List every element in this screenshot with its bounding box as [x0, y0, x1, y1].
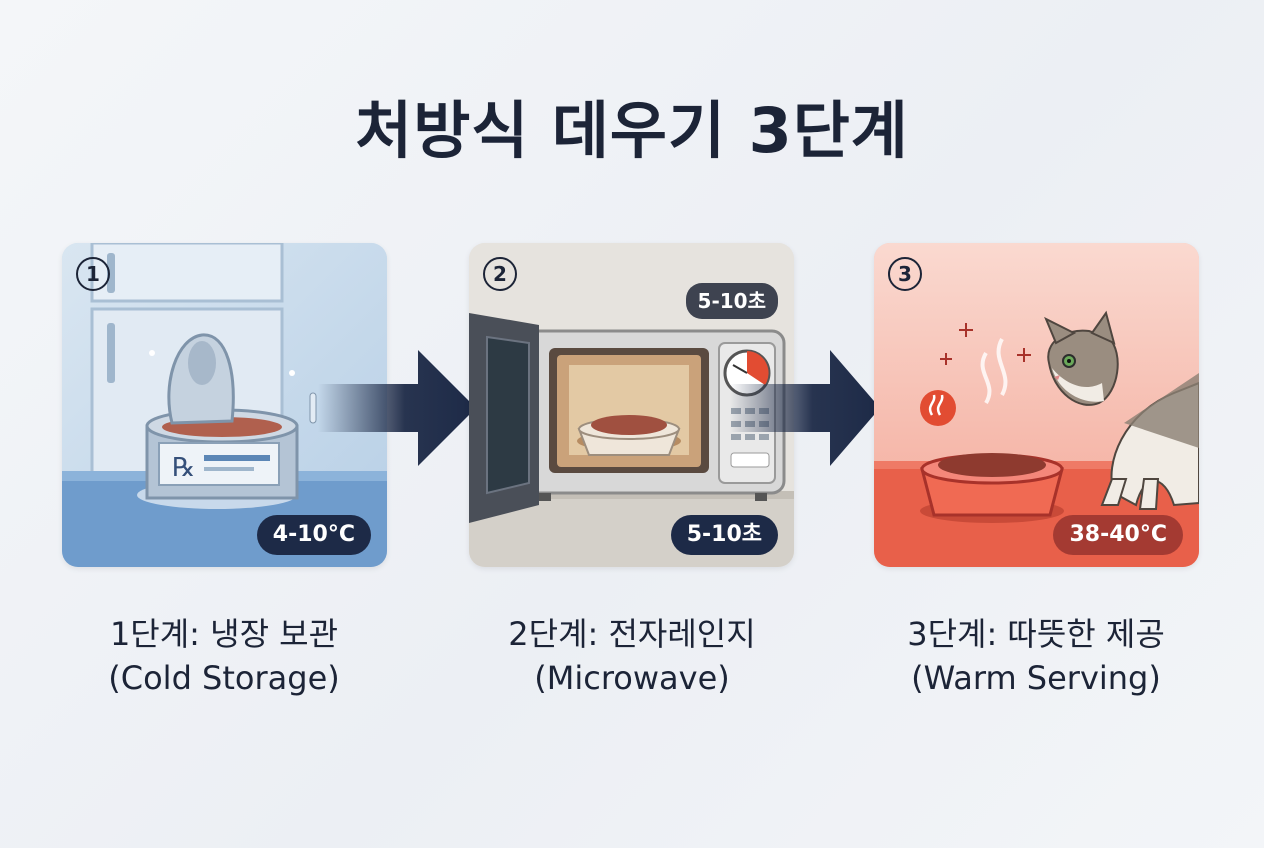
- time-badge: 5-10초: [670, 515, 778, 555]
- step-number-3: 3: [888, 257, 922, 291]
- timer-label: 5-10초: [685, 283, 778, 319]
- step-1-sublabel: (Cold Storage): [108, 659, 340, 697]
- step-2-label: 2단계: 전자레인지: [508, 615, 756, 653]
- step-3-sublabel: (Warm Serving): [911, 659, 1161, 697]
- step-2-sublabel: (Microwave): [534, 659, 730, 697]
- temperature-badge: 38-40°C: [1053, 515, 1183, 555]
- step-3-panel: 3 38-40°C: [874, 243, 1199, 567]
- step-2-panel: 2 5-10초 5-10초: [469, 243, 794, 567]
- arrow-right-icon: [730, 350, 880, 466]
- step-2-caption: 2단계: 전자레인지 (Microwave): [422, 612, 842, 700]
- step-number-2: 2: [483, 257, 517, 291]
- arrow-right-icon: [318, 350, 476, 466]
- temperature-badge: 4-10°C: [256, 515, 371, 555]
- step-1-label: 1단계: 냉장 보관: [109, 615, 339, 653]
- step-1-caption: 1단계: 냉장 보관 (Cold Storage): [14, 612, 434, 700]
- svg-text:℞: ℞: [172, 453, 195, 483]
- step-number-1: 1: [76, 257, 110, 291]
- cat-and-bowl-icon: [874, 243, 1199, 567]
- step-3-caption: 3단계: 따뜻한 제공 (Warm Serving): [826, 612, 1246, 700]
- step-3-label: 3단계: 따뜻한 제공: [907, 615, 1165, 653]
- page-title: 처방식 데우기 3단계: [355, 94, 909, 167]
